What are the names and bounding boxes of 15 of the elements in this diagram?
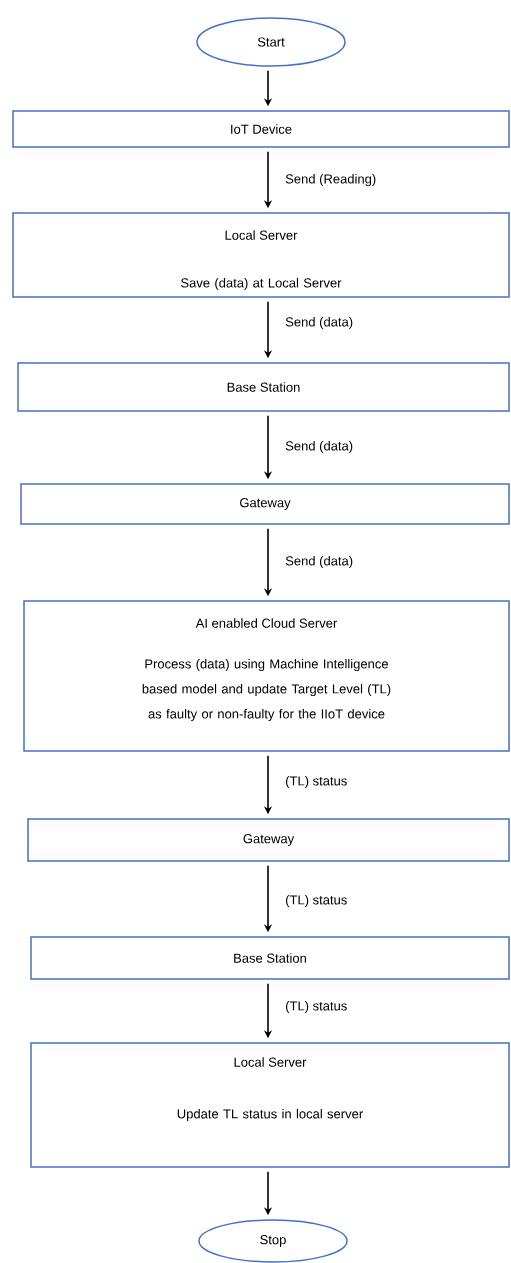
process-box: Gateway (20, 483, 510, 525)
edge-label: (TL) status (284, 893, 349, 909)
process-box: Base Station (17, 362, 510, 412)
process-box: Base Station (30, 936, 510, 980)
edge-label: Send (data) (284, 439, 355, 455)
process-box: Local Server Update TL status in local server (30, 1042, 510, 1168)
process-box: AI enabled Cloud Server Process (data) using Machine Intelligence based model and update Target Level (TL) as faulty or non-faulty for the IIoT device (23, 600, 510, 752)
edge-label: Send (Reading) (284, 172, 378, 188)
edge-label: (TL) status (284, 774, 349, 790)
process-box: Gateway (27, 818, 510, 862)
edge-label: Send (data) (284, 554, 355, 570)
edge-label: Send (data) (284, 315, 355, 331)
process-box: IoT Device (12, 110, 510, 148)
edge-label: (TL) status (284, 999, 349, 1015)
process-box: Local Server Save (data) at Local Server (12, 212, 510, 298)
